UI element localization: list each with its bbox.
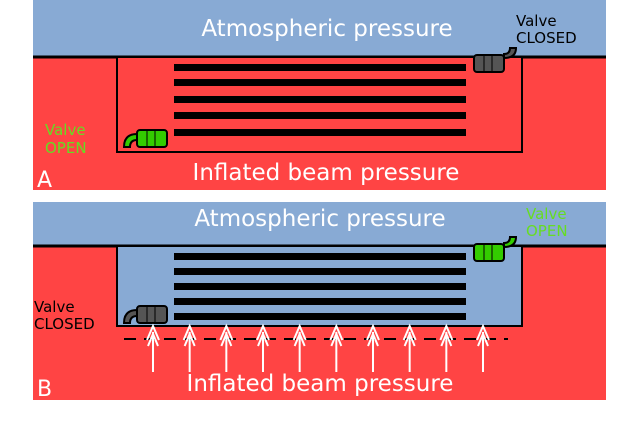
panel-a: Atmospheric pressure Inflated beam press… xyxy=(33,0,606,193)
pressure-arrow xyxy=(219,323,234,372)
slats-a xyxy=(174,64,466,136)
chamber-a xyxy=(116,56,523,153)
valve-closed-icon xyxy=(473,47,518,73)
pressure-arrow xyxy=(366,323,380,372)
valve-open-icon xyxy=(122,129,168,148)
valve-open-icon xyxy=(473,236,518,262)
panel-letter-a: A xyxy=(37,168,52,193)
pressure-arrow xyxy=(439,323,454,372)
right-valve-label-line2-a: CLOSED xyxy=(516,29,577,47)
left-valve-label-line1-a: Valve xyxy=(45,121,86,139)
panel-b: Atmospheric pressure Inflated beam press… xyxy=(33,202,606,402)
pressure-arrow xyxy=(256,323,270,372)
pressure-arrow xyxy=(146,323,160,372)
beam-pressure-label-b: Inflated beam pressure xyxy=(187,371,454,397)
right-valve-label-line2-b: OPEN xyxy=(526,222,568,240)
panel-letter-b: B xyxy=(37,377,52,402)
right-valve-label-line1-b: Valve xyxy=(526,205,567,223)
slats-b xyxy=(174,253,466,320)
pressure-arrow xyxy=(476,323,490,372)
pressure-arrows xyxy=(146,323,490,372)
pressure-arrow xyxy=(182,323,197,372)
pressure-arrow xyxy=(329,323,344,372)
atmospheric-pressure-label-a: Atmospheric pressure xyxy=(201,16,452,42)
beam-pressure-label-a: Inflated beam pressure xyxy=(193,160,460,186)
valve-closed-icon xyxy=(122,305,168,324)
left-valve-label-line2-a: OPEN xyxy=(45,139,87,157)
left-valve-label-line1-b: Valve xyxy=(34,298,75,316)
pressure-arrow xyxy=(402,323,417,372)
pressure-arrow xyxy=(292,323,307,372)
right-valve-label-line1-a: Valve xyxy=(516,12,557,30)
left-valve-label-line2-b: CLOSED xyxy=(34,315,95,333)
atmospheric-pressure-label-b: Atmospheric pressure xyxy=(194,206,445,232)
